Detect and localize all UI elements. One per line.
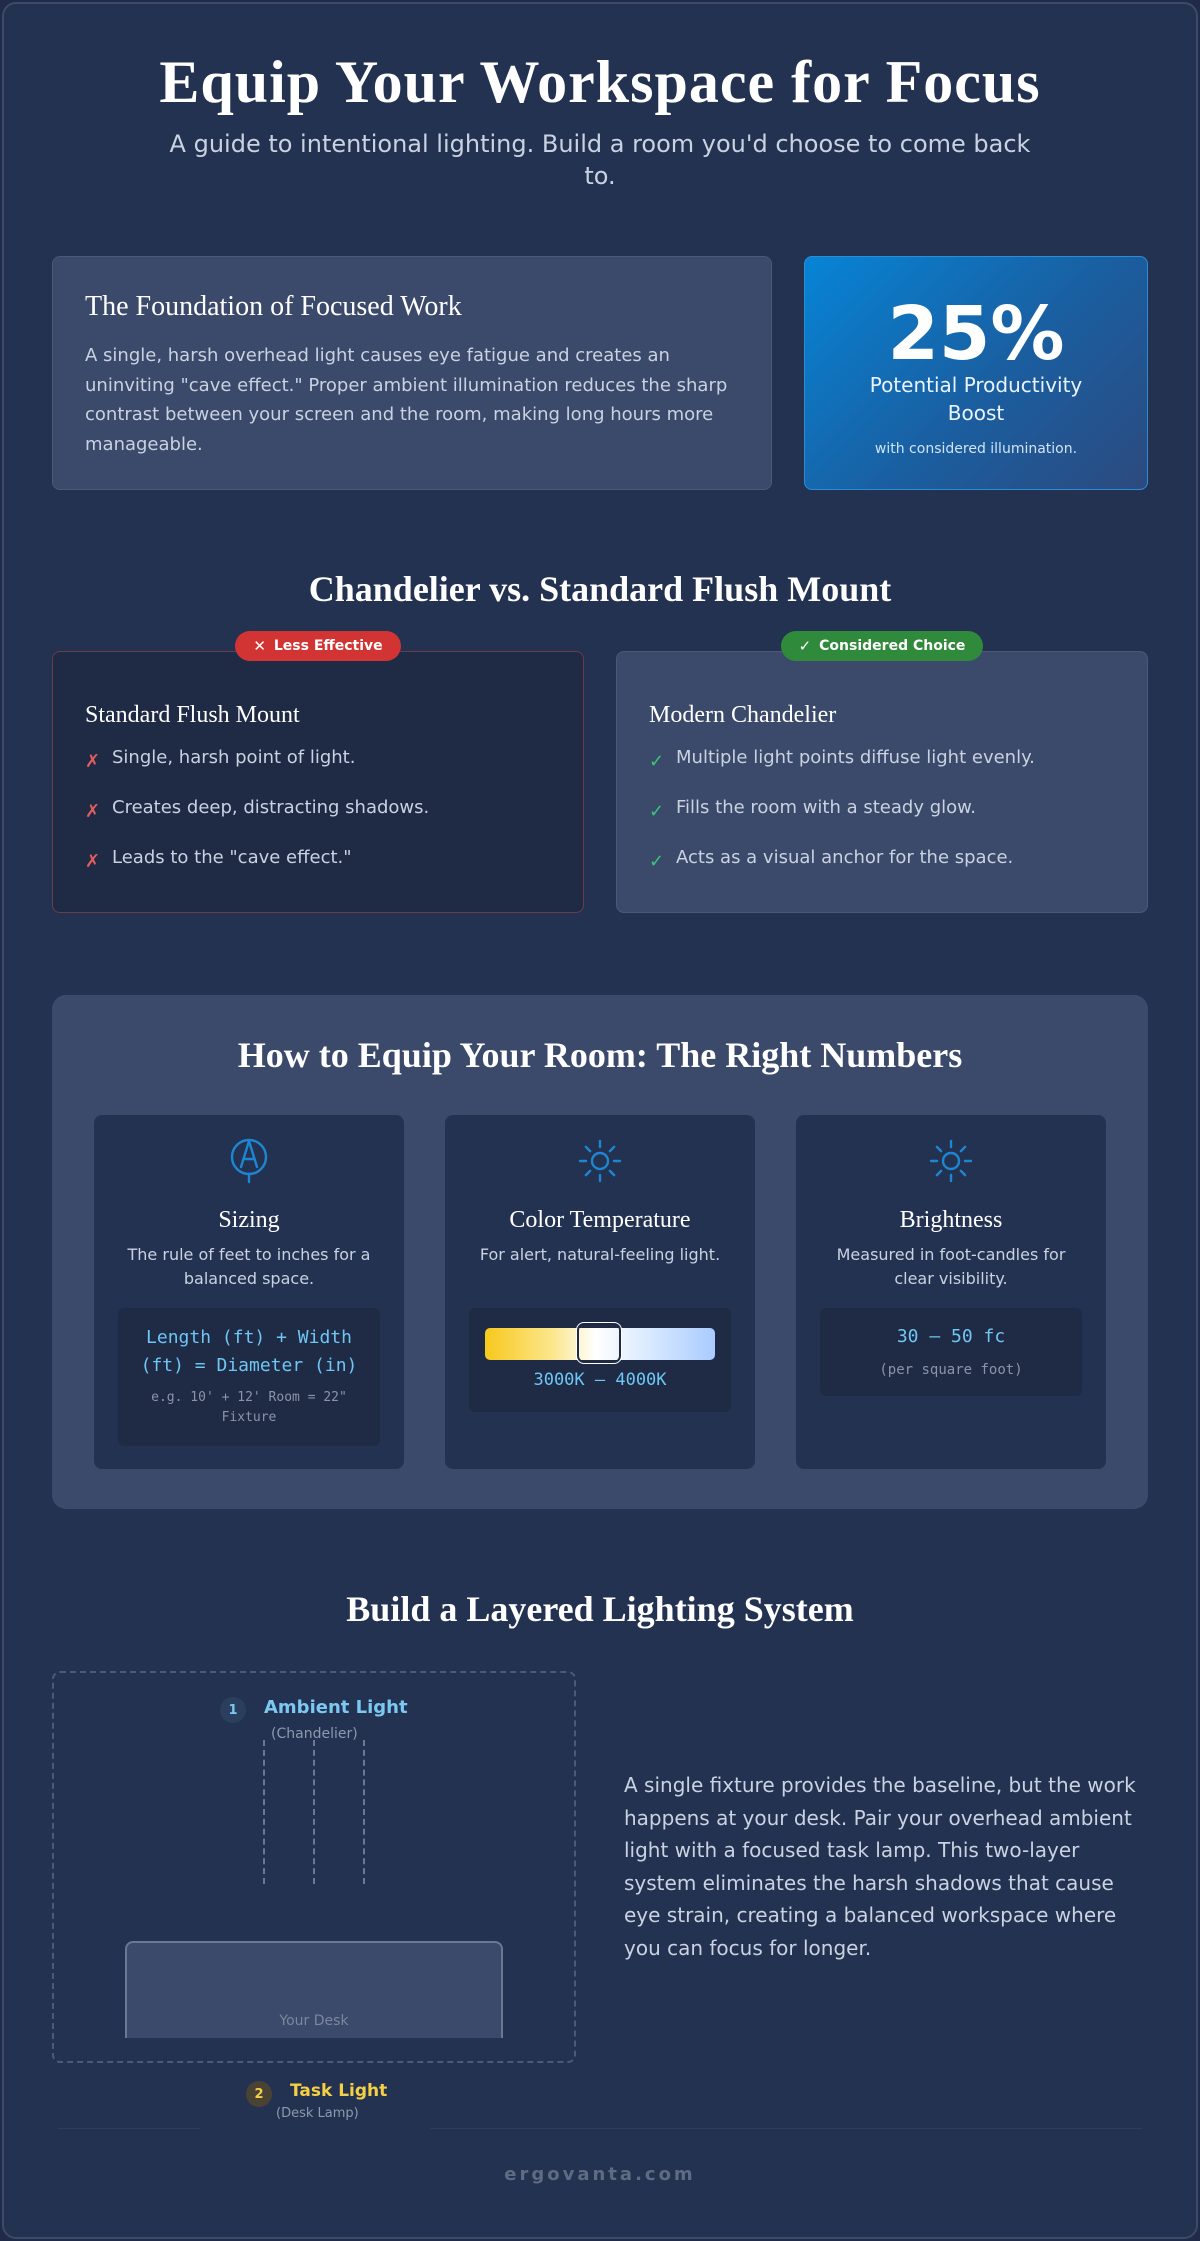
light-ray (313, 1740, 315, 1884)
sizing-example: e.g. 10' + 12' Room = 22" Fixture (151, 1390, 347, 1425)
ambient-light-sub: (Chandelier) (271, 1726, 358, 1742)
flush-mount-title: Standard Flush Mount (85, 702, 300, 728)
cross-icon: ✗ (85, 751, 101, 772)
list-item: ✗Creates deep, distracting shadows. (85, 797, 430, 822)
desk-label: Your Desk (279, 2013, 349, 2029)
check-icon: ✓ (798, 637, 812, 655)
color-temperature-box: 3000K – 4000K (469, 1308, 731, 1412)
list-item: ✓Acts as a visual anchor for the space. (649, 847, 1014, 872)
list-item: ✓Fills the room with a steady glow. (649, 797, 976, 822)
cross-icon: ✗ (85, 851, 101, 872)
task-light-label: Task Light (290, 2081, 388, 2101)
compass-icon (230, 1138, 268, 1184)
brightness-value: 30 – 50 fc (896, 1326, 1006, 1347)
sun-icon (929, 1139, 973, 1183)
chandelier-title: Modern Chandelier (649, 702, 837, 728)
flush-mount-card: Standard Flush Mount ✗Single, harsh poin… (52, 651, 584, 913)
stat-sublabel: with considered illumination. (874, 441, 1078, 457)
chandelier-card: Modern Chandelier ✓Multiple light points… (616, 651, 1148, 913)
considered-choice-badge: ✓ Considered Choice (781, 631, 983, 661)
list-item: ✗Leads to the "cave effect." (85, 847, 352, 872)
foundation-title: The Foundation of Focused Work (85, 291, 462, 322)
brightness-card: Brightness Measured in foot-candles for … (796, 1115, 1106, 1469)
task-step-number: 2 (246, 2081, 272, 2107)
foundation-body: A single, harsh overhead light causes ey… (85, 345, 728, 455)
color-temperature-marker (576, 1322, 622, 1364)
less-effective-badge: ✕ Less Effective (235, 631, 401, 661)
page-subtitle: A guide to intentional lighting. Build a… (169, 130, 1031, 190)
sizing-formula: Length (ft) + Width (ft) = Diameter (in) (140, 1327, 358, 1376)
flush-mount-list: ✗Single, harsh point of light. ✗Creates … (85, 747, 551, 897)
sizing-title: Sizing (218, 1207, 280, 1233)
divider (430, 2128, 1142, 2129)
ambient-light-label: Ambient Light (264, 1697, 408, 1718)
color-temperature-desc: For alert, natural-feeling light. (479, 1245, 721, 1264)
sizing-desc: The rule of feet to inches for a balance… (127, 1245, 371, 1288)
light-ray (363, 1740, 365, 1884)
layered-body: A single fixture provides the baseline, … (624, 1773, 1136, 1960)
list-item: ✓Multiple light points diffuse light eve… (649, 747, 1035, 772)
numbers-title: How to Equip Your Room: The Right Number… (237, 1035, 963, 1075)
stat-card: 25% Potential Productivity Boost with co… (804, 256, 1148, 490)
layered-diagram (52, 1671, 576, 2063)
color-temperature-value: 3000K – 4000K (533, 1370, 667, 1390)
comparison-title: Chandelier vs. Standard Flush Mount (308, 569, 892, 609)
check-icon: ✓ (649, 801, 665, 822)
brightness-box: 30 – 50 fc (per square foot) (820, 1308, 1082, 1396)
stat-value: 25% (887, 291, 1065, 377)
check-icon: ✓ (649, 751, 665, 772)
stat-label: Potential Productivity Boost (869, 373, 1083, 425)
brightness-title: Brightness (899, 1207, 1003, 1233)
ambient-step-number: 1 (220, 1697, 246, 1723)
check-icon: ✓ (649, 851, 665, 872)
task-light-sub: (Desk Lamp) (276, 2106, 359, 2121)
color-temperature-card: Color Temperature For alert, natural-fee… (445, 1115, 755, 1469)
color-temperature-gradient (485, 1328, 715, 1360)
light-ray (263, 1740, 265, 1884)
brightness-desc: Measured in foot-candles for clear visib… (836, 1245, 1066, 1288)
desk: Your Desk (125, 1941, 503, 2038)
divider (58, 2128, 200, 2129)
foundation-card: The Foundation of Focused Work A single,… (52, 256, 772, 490)
sun-icon (578, 1139, 622, 1183)
page-title: Equip Your Workspace for Focus (159, 49, 1041, 115)
close-icon: ✕ (253, 637, 266, 655)
chandelier-list: ✓Multiple light points diffuse light eve… (649, 747, 1115, 897)
sizing-formula-box: Length (ft) + Width (ft) = Diameter (in)… (118, 1308, 380, 1446)
footer-brand: ergovanta.com (504, 2164, 696, 2185)
sizing-card: Sizing The rule of feet to inches for a … (94, 1115, 404, 1469)
layered-title: Build a Layered Lighting System (346, 1589, 854, 1629)
cross-icon: ✗ (85, 801, 101, 822)
brightness-note: (per square foot) (879, 1362, 1023, 1378)
list-item: ✗Single, harsh point of light. (85, 747, 356, 772)
color-temperature-title: Color Temperature (509, 1207, 691, 1233)
